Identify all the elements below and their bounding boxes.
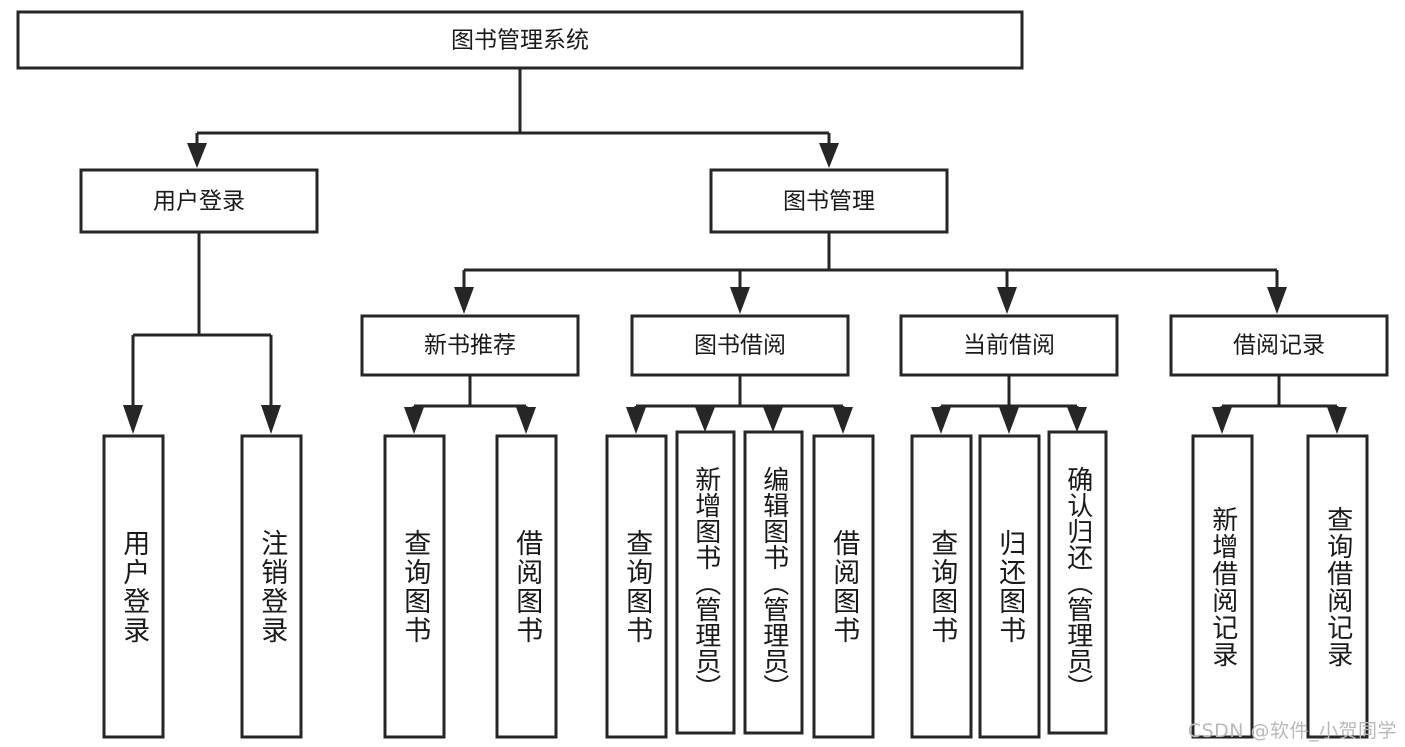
node-user-login[interactable]: 用户登录 — [79, 168, 319, 234]
node-leaf-borrow-book-2-box[interactable] — [812, 434, 875, 739]
arrowhead-current-borrow — [997, 287, 1017, 314]
arrowhead-book-borrow — [730, 287, 750, 314]
arrowhead-leaf-query-record — [1327, 407, 1347, 434]
node-leaf-edit-book-box[interactable] — [743, 430, 804, 735]
arrowhead-leaf-add-record — [1212, 407, 1232, 434]
node-new-book-recommend-label: 新书推荐 — [424, 333, 516, 359]
arrowhead-leaf-confirm-return — [1067, 407, 1087, 432]
node-leaf-borrow-book-1-box[interactable] — [495, 434, 558, 739]
arrowhead-leaf-logout-login — [261, 405, 281, 434]
csdn-watermark: CSDN @软件_小贺同学 — [1187, 720, 1397, 742]
node-book-management-label: 图书管理 — [783, 189, 875, 215]
node-root-label: 图书管理系统 — [451, 28, 589, 54]
node-leaf-user-login-box[interactable] — [102, 434, 165, 739]
arrowhead-leaf-query-book-2 — [626, 407, 646, 434]
arrowhead-leaf-add-book — [695, 407, 715, 432]
arrowhead-leaf-return-book — [999, 407, 1019, 434]
arrowhead-leaf-edit-book — [763, 407, 783, 432]
node-leaf-confirm-return-box[interactable] — [1047, 430, 1108, 735]
node-leaf-logout-login-box[interactable] — [240, 434, 303, 739]
node-current-borrow-label: 当前借阅 — [963, 333, 1055, 359]
node-leaf-query-record-box[interactable] — [1306, 434, 1369, 739]
node-borrow-record[interactable]: 借阅记录 — [1169, 314, 1389, 377]
node-new-book-recommend-box[interactable] — [360, 314, 580, 377]
node-leaf-query-book-2-box[interactable] — [605, 434, 668, 739]
node-leaf-add-book-box[interactable] — [675, 430, 736, 735]
arrowhead-leaf-query-book-1 — [404, 407, 424, 434]
arrowhead-book-management — [819, 143, 839, 168]
node-new-book-recommend[interactable]: 新书推荐 — [360, 314, 580, 377]
arrowhead-new-book-recommend — [454, 287, 474, 314]
node-leaf-query-book-1-box[interactable] — [383, 434, 446, 739]
node-user-login-label: 用户登录 — [153, 189, 245, 215]
arrowhead-leaf-borrow-book-2 — [833, 407, 853, 434]
node-leaf-add-record-box[interactable] — [1191, 434, 1254, 739]
node-book-management[interactable]: 图书管理 — [709, 168, 949, 234]
node-leaf-return-book-box[interactable] — [978, 434, 1041, 739]
node-current-borrow[interactable]: 当前借阅 — [899, 314, 1119, 377]
node-book-borrow-box[interactable] — [630, 314, 850, 377]
node-book-borrow-label: 图书借阅 — [694, 333, 786, 359]
node-current-borrow-box[interactable] — [899, 314, 1119, 377]
node-leaf-query-book-3-box[interactable] — [910, 434, 973, 739]
node-borrow-record-label: 借阅记录 — [1233, 333, 1325, 359]
node-root[interactable]: 图书管理系统 — [16, 10, 1024, 70]
node-book-borrow[interactable]: 图书借阅 — [630, 314, 850, 377]
arrowhead-leaf-query-book-3 — [931, 407, 951, 434]
arrowhead-leaf-borrow-book-1 — [516, 407, 536, 434]
node-root-box[interactable] — [16, 10, 1024, 70]
node-book-management-box[interactable] — [709, 168, 949, 234]
arrowhead-leaf-user-login — [123, 405, 143, 434]
arrowhead-user-login — [187, 143, 207, 168]
node-borrow-record-box[interactable] — [1169, 314, 1389, 377]
arrowhead-borrow-record — [1267, 287, 1287, 314]
